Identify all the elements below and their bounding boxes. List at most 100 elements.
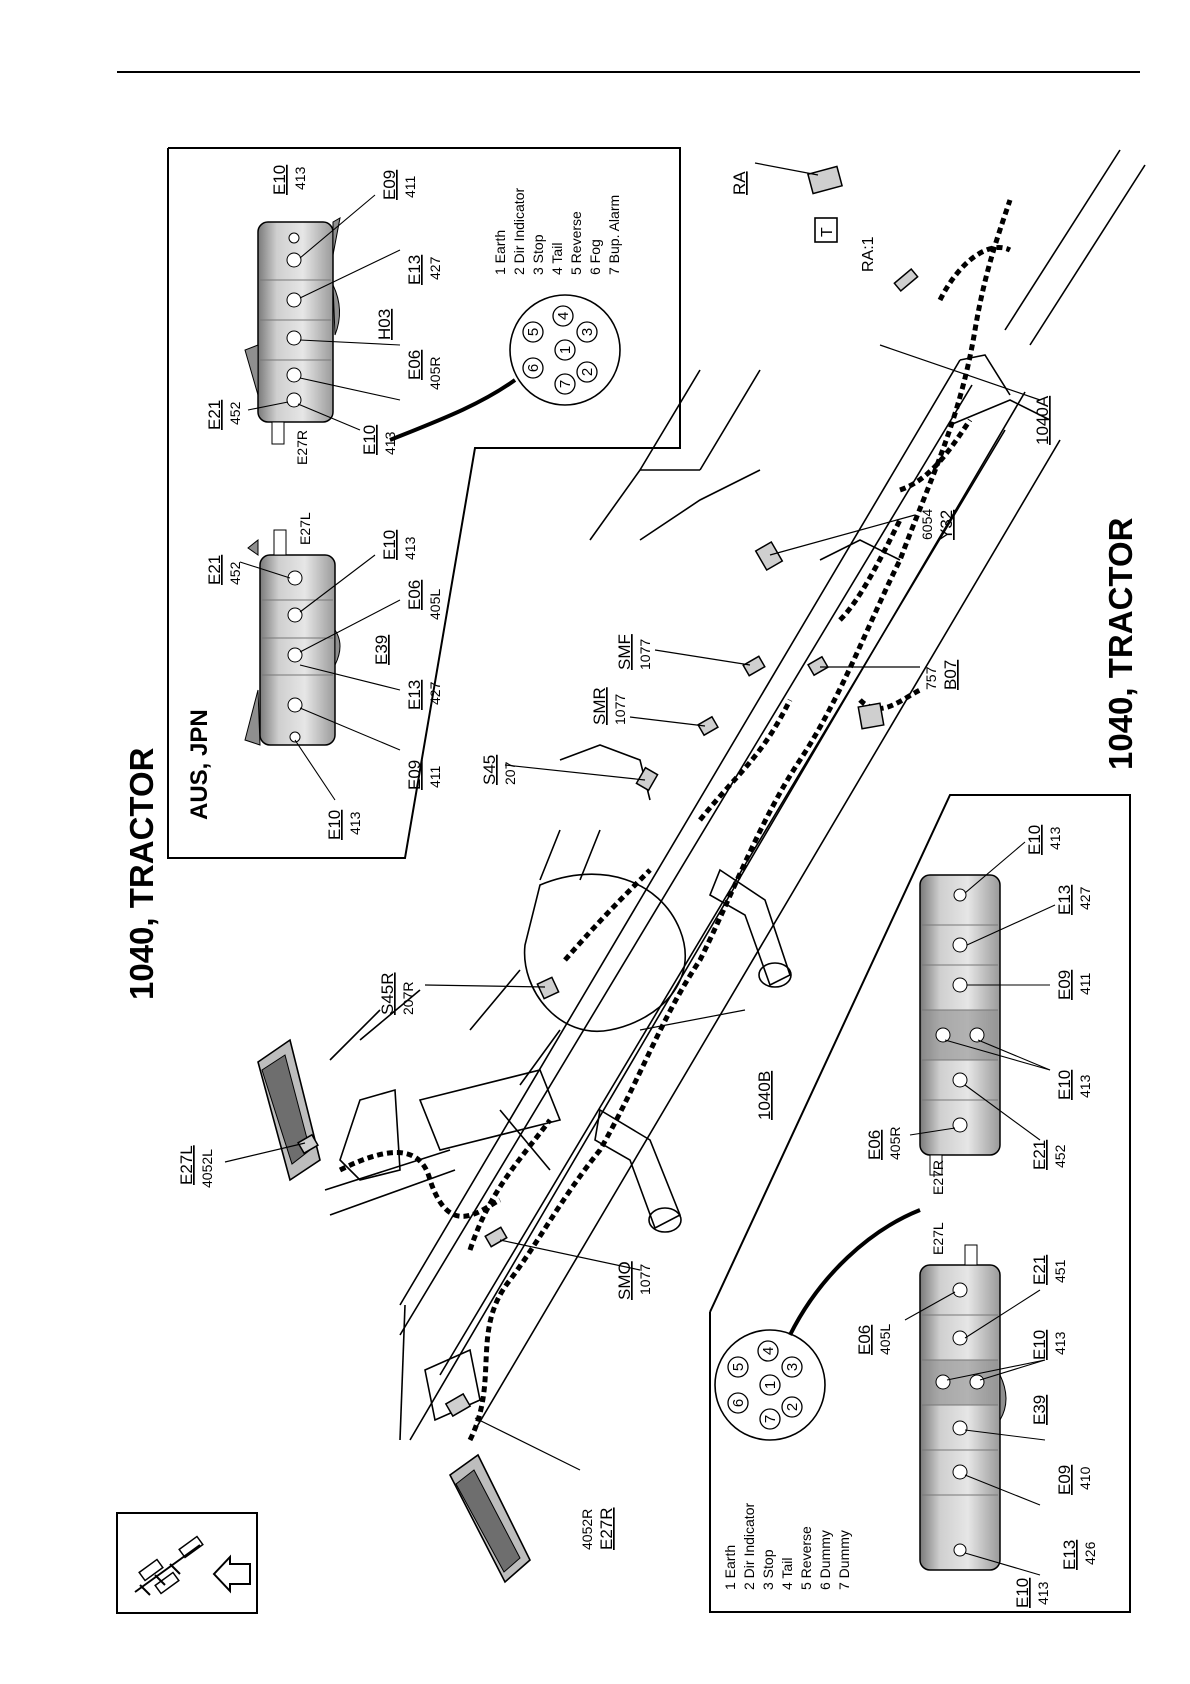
legend-line: 6 Fog [587,239,603,275]
socket-pin [576,361,598,383]
label-aus-right-e21-num: 452 [227,401,243,425]
legend-line: 1 Earth [492,230,508,275]
label-aus-left-e10a: E10 [380,530,399,560]
label-smf-num: 1077 [637,639,653,670]
label-y32-num: 6054 [919,509,935,540]
socket-pin [759,1408,781,1430]
label-aus-left-e06: E06 [405,580,424,610]
label-aus-right-e06: E06 [405,350,424,380]
label-std-right-e06-num: 405R [887,1127,903,1160]
label-std-left-e10a-num: 413 [1052,1331,1068,1355]
label-aus-left-e06-num: 405L [427,589,443,620]
label-aus-right-e21: E21 [205,400,224,430]
label-aus-right-e10a-num: 413 [292,166,308,190]
legend-line: 7 Dummy [836,1530,852,1590]
socket-pin [552,305,574,327]
label-1040b: 1040B [755,1071,774,1120]
std-left-lamp-leaders [904,1289,1046,1576]
label-aus-left-e09: E09 [405,760,424,790]
label-aus-right-e10b-num: 413 [382,431,398,455]
socket-pin [781,1356,803,1378]
aus-jpn-inset-frame [167,147,681,859]
label-std-right-e21-num: 452 [1052,1144,1068,1168]
std-right-lamp [919,874,1001,1176]
label-std-left-e21: E21 [1030,1255,1049,1285]
vehicle-direction-icon [116,1512,258,1614]
socket-pin-number: 3 [579,328,596,336]
label-1040a: 1040A [1033,395,1052,445]
label-aus-left-e27l: E27L [297,512,313,545]
wiring-harness [338,199,1013,1442]
label-std-right-e13-num: 427 [1077,886,1093,910]
aus-left-lamp-labels: E21 452 E27L E10 413 E06 405L E39 E13 42… [205,512,443,840]
label-aus-left-e10b: E10 [325,810,344,840]
socket-pin-number: 4 [760,1347,777,1355]
label-b07: B07 [941,660,960,690]
legend-line: 5 Reverse [798,1526,814,1590]
legend-line: 1 Earth [722,1545,738,1590]
socket-pin-number: 3 [784,1363,801,1371]
socket-pin-number: 5 [730,1363,747,1371]
label-std-right-e13: E13 [1055,885,1074,915]
title-left: 1040, TRACTOR [123,747,160,1000]
label-aus-left-e10a-num: 413 [402,536,418,560]
label-aus-left-e13-num: 427 [427,681,443,705]
socket-pin-number: 1 [557,346,574,354]
terminal-box [814,217,838,243]
label-aus-left-e13: E13 [405,680,424,710]
label-std-right-e06: E06 [865,1130,884,1160]
label-smr: SMR [590,687,609,725]
socket-pin [759,1374,781,1396]
label-ra: RA [730,171,749,195]
label-y32: Y32 [937,510,956,540]
legend-line: 2 Dir Indicator [511,188,527,275]
socket-pin-number: 1 [762,1381,779,1389]
label-std-left-e10b: E10 [1013,1578,1032,1608]
aus-right-lamp [244,217,341,445]
label-aus-right-e10a: E10 [270,165,289,195]
socket-pin [554,373,576,395]
std-right-lamp-labels: E10 413 E13 427 E09 411 E10 413 E21 452 … [865,825,1093,1195]
label-s45-num: 207 [502,761,518,785]
label-e27r-num: 4052R [579,1509,595,1550]
label-std-right-e10a: E10 [1025,825,1044,855]
legend-line: 3 Stop [530,234,546,275]
label-std-left-e06: E06 [855,1325,874,1355]
legend-line: 2 Dir Indicator [741,1503,757,1590]
label-smr-num: 1077 [612,694,628,725]
label-std-left-e21-num: 451 [1052,1259,1068,1283]
label-e27l: E27L [177,1145,196,1185]
aus-left-lamp-leaders [239,554,401,801]
label-aus-left-e21-num: 452 [227,561,243,585]
inset-title: AUS, JPN [186,709,213,820]
label-aus-left-e10b-num: 413 [347,811,363,835]
label-aus-right-e09-num: 411 [402,175,418,198]
label-aus-right-e09: E09 [380,170,399,200]
aus-right-lamp-labels: E10 413 E09 411 E13 427 H03 E06 405R E10… [205,165,443,465]
socket-pin-number: 7 [557,380,574,388]
label-s45r: S45R [378,972,397,1015]
label-e27l-num: 4052L [199,1149,215,1188]
std-left-lamp-labels: E27L E21 451 E06 405L E10 413 E39 E09 41… [855,1222,1098,1608]
label-s45: S45 [480,755,499,785]
legend-line: 4 Tail [549,243,565,275]
legend-line: 5 Reverse [568,211,584,275]
aus-left-lamp [244,529,341,746]
label-std-left-e09-num: 410 [1077,1466,1093,1490]
label-std-left-e10b-num: 413 [1035,1581,1051,1605]
label-std-left-e06-num: 405L [877,1324,893,1355]
socket-pin [522,321,544,343]
main-leader-lines [224,162,1041,1471]
socket-pin [727,1392,749,1414]
std-left-lamp [919,1244,1007,1571]
main-drawing-labels: E27L 4052L S45R 207R S45 207 SMR 1077 SM… [177,171,1052,1550]
label-aus-right-e06-num: 405R [427,357,443,390]
socket-pin-number: 5 [525,328,542,336]
main-connectors [297,165,919,1418]
